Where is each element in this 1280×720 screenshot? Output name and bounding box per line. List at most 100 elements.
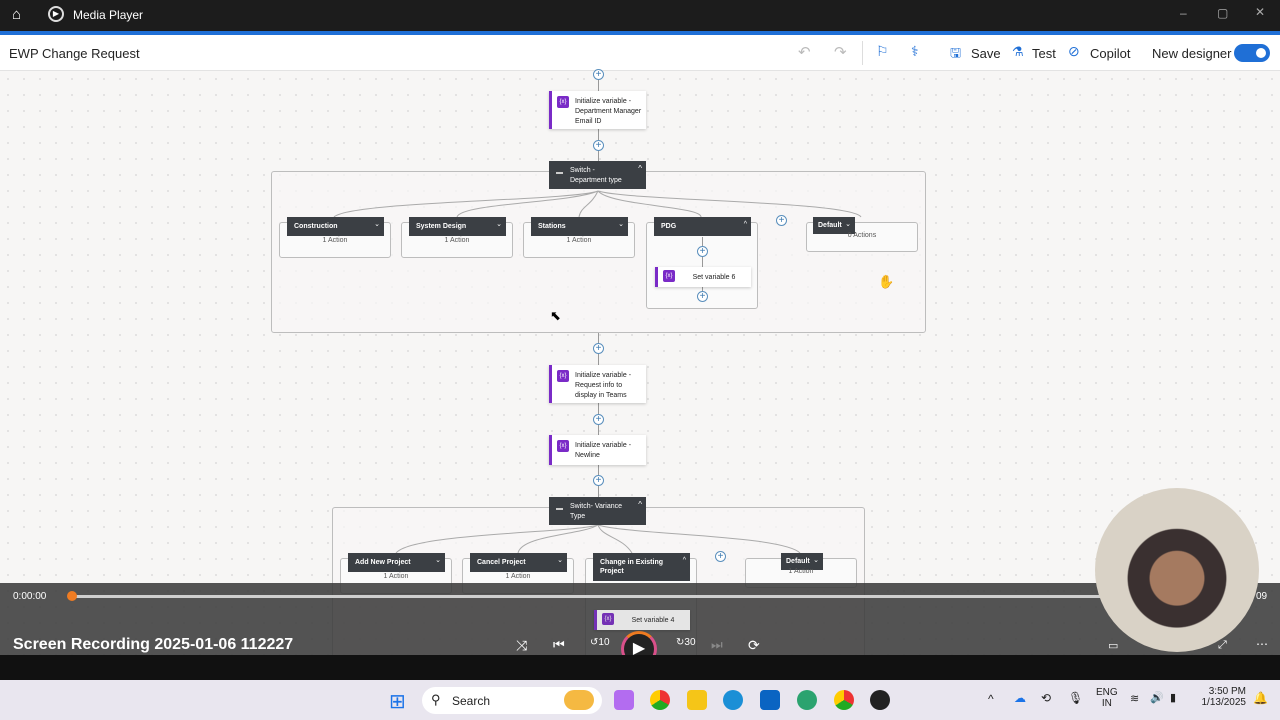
current-time: 0:00:00 xyxy=(13,591,47,602)
video-title: Screen Recording 2025-01-06 112227 xyxy=(13,636,294,653)
variable-icon: {x} xyxy=(557,440,569,452)
accent-bar xyxy=(0,31,1280,35)
chevron-down-icon[interactable]: ⌄ xyxy=(557,557,563,564)
seek-thumb[interactable] xyxy=(67,591,77,601)
add-step-button[interactable]: + xyxy=(593,343,604,354)
notification-bell-icon[interactable]: 🔔 xyxy=(1253,691,1268,705)
chevron-down-icon[interactable]: ⌄ xyxy=(374,221,380,228)
maximize-button[interactable]: ▢ xyxy=(1217,6,1229,20)
case-stations[interactable]: Stations⌄1 Action xyxy=(523,217,635,258)
copilot-button[interactable]: Copilot xyxy=(1090,46,1131,61)
chevron-down-icon[interactable]: ⌄ xyxy=(813,557,819,564)
new-designer-label: New designer xyxy=(1152,46,1232,61)
hand-cursor-icon: ✋ xyxy=(878,274,895,289)
search-icon: ⚲ xyxy=(431,692,441,707)
seek-bar[interactable] xyxy=(72,595,1252,598)
set-variable-6[interactable]: {x}Set variable 6 xyxy=(655,267,751,287)
skip-back-button[interactable]: ↺10 xyxy=(590,637,610,648)
case-construction[interactable]: Construction⌄1 Action xyxy=(279,217,391,258)
media-player-icon: ▶ xyxy=(48,6,64,22)
chevron-down-icon[interactable]: ⌄ xyxy=(435,557,441,564)
case-system-design[interactable]: System Design⌄1 Action xyxy=(401,217,513,258)
case-pdg[interactable]: PDG^ + {x}Set variable 6 + xyxy=(646,217,758,309)
search-box[interactable]: ⚲ Search xyxy=(422,687,602,714)
undo-icon[interactable]: ↶ xyxy=(798,44,811,61)
branch-connectors xyxy=(395,524,801,554)
redo-icon[interactable]: ↷ xyxy=(834,44,847,61)
stethoscope-icon[interactable]: ⚕ xyxy=(911,43,919,59)
variable-icon: {x} xyxy=(557,96,569,108)
add-case-button[interactable]: + xyxy=(776,215,787,226)
variable-icon: {x} xyxy=(663,270,675,282)
add-case-button[interactable]: + xyxy=(715,551,726,562)
flow-checker-icon[interactable]: ⚐ xyxy=(876,43,889,59)
pointer-cursor-icon: ⬉ xyxy=(550,308,561,323)
chevron-down-icon[interactable]: ⌄ xyxy=(496,221,502,228)
onedrive-icon[interactable]: ☁ xyxy=(1014,691,1026,705)
variable-icon: {x} xyxy=(602,613,614,625)
mini-view-icon[interactable]: ⤢ xyxy=(1218,639,1227,651)
skip-forward-button[interactable]: ↻30 xyxy=(676,637,696,648)
webcam-overlay xyxy=(1095,488,1259,652)
add-step-button[interactable]: + xyxy=(593,414,604,425)
title-bar: ⌂ ▶ Media Player – ▢ ✕ xyxy=(0,0,1280,31)
edge-dev-icon[interactable] xyxy=(797,690,817,710)
search-highlight-icon xyxy=(564,690,594,710)
branch-connectors xyxy=(333,190,862,218)
add-step-button[interactable]: + xyxy=(593,69,604,80)
test-button[interactable]: Test xyxy=(1032,46,1056,61)
chevron-up-icon[interactable]: ^ xyxy=(988,692,994,706)
chrome-icon[interactable] xyxy=(650,690,670,710)
switch-department-type[interactable]: Switch - Department type^ xyxy=(549,161,646,189)
chevron-up-icon[interactable]: ^ xyxy=(682,557,686,564)
windows-start-icon[interactable]: ⊞ xyxy=(389,691,406,713)
divider xyxy=(862,41,863,65)
edge-icon[interactable] xyxy=(723,690,743,710)
home-icon[interactable]: ⌂ xyxy=(12,6,22,23)
microphone-icon[interactable]: 🎙 xyxy=(1068,691,1084,705)
chevron-up-icon[interactable]: ^ xyxy=(638,164,642,173)
add-step-button[interactable]: + xyxy=(697,291,708,302)
set-variable-4[interactable]: {x}Set variable 4 xyxy=(594,610,690,630)
add-step-button[interactable]: + xyxy=(697,246,708,257)
chevron-up-icon[interactable]: ^ xyxy=(743,221,747,228)
switch-variance-type[interactable]: Switch- Variance Type^ xyxy=(549,497,646,525)
chevron-up-icon[interactable]: ^ xyxy=(638,500,642,509)
battery-icon[interactable]: ▮ xyxy=(1170,692,1177,704)
next-icon[interactable]: ⏭ xyxy=(711,637,723,652)
sync-icon[interactable]: ⟲ xyxy=(1041,691,1052,705)
copilot-app-icon[interactable] xyxy=(614,690,634,710)
wifi-icon[interactable]: ≋ xyxy=(1130,693,1140,705)
designer-header: EWP Change Request ↶ ↷ ⚐ ⚕ 🖫 Save ⚗ Test… xyxy=(0,35,1280,71)
init-variable-newline[interactable]: {x}Initialize variable - Newline xyxy=(549,435,646,465)
save-button[interactable]: Save xyxy=(971,46,1001,61)
media-player-taskbar-icon[interactable] xyxy=(870,690,890,710)
chrome-profile-icon[interactable] xyxy=(834,690,854,710)
flask-icon: ⚗ xyxy=(1012,44,1024,59)
new-designer-toggle[interactable] xyxy=(1234,44,1270,62)
previous-icon[interactable]: ⏮ xyxy=(553,637,565,652)
chevron-down-icon[interactable]: ⌄ xyxy=(845,221,851,228)
add-step-button[interactable]: + xyxy=(593,140,604,151)
outlook-icon[interactable] xyxy=(760,690,780,710)
volume-icon[interactable]: 🔊 xyxy=(1150,692,1164,704)
variable-icon: {x} xyxy=(557,370,569,382)
save-icon: 🖫 xyxy=(950,45,962,60)
init-variable-request-info[interactable]: {x}Initialize variable - Request info to… xyxy=(549,365,646,403)
repeat-off-icon[interactable]: ⟳ xyxy=(748,637,760,653)
flow-title: EWP Change Request xyxy=(9,46,140,61)
captions-icon[interactable]: ▭ xyxy=(1108,640,1119,652)
case-default[interactable]: Default⌄0 Actions xyxy=(806,217,918,252)
chevron-down-icon[interactable]: ⌄ xyxy=(618,221,624,228)
shuffle-icon[interactable]: ⤨ xyxy=(516,637,528,653)
init-variable-dept-manager[interactable]: {x}Initialize variable - Department Mana… xyxy=(549,91,646,129)
close-button[interactable]: ✕ xyxy=(1255,5,1266,19)
file-explorer-icon[interactable] xyxy=(687,690,707,710)
add-step-button[interactable]: + xyxy=(593,475,604,486)
copilot-icon: ⊘ xyxy=(1068,43,1080,59)
more-options-icon[interactable]: ⋯ xyxy=(1256,637,1268,651)
minimize-button[interactable]: – xyxy=(1180,6,1187,20)
app-name: Media Player xyxy=(73,8,144,22)
